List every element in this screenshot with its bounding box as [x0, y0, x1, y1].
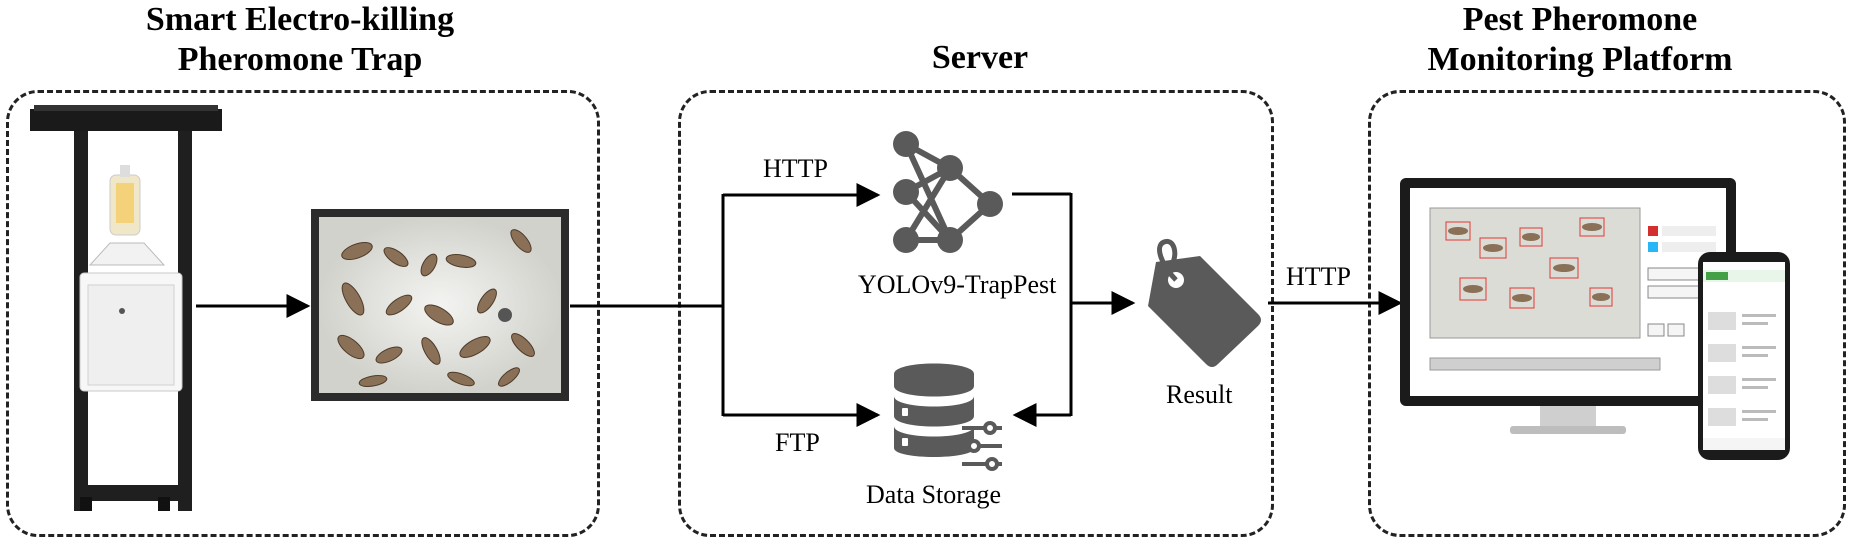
trap-photo [311, 209, 569, 401]
server-title-text: Server [931, 39, 1029, 76]
database-icon [894, 363, 1002, 471]
trap-title-line1: Smart Electro-killing [145, 1, 455, 38]
result-label: Result [1166, 380, 1233, 409]
platform-monitor-image [1400, 178, 1736, 434]
http-label-upper: HTTP [763, 154, 828, 183]
server-panel [678, 90, 1274, 537]
platform-panel [1368, 90, 1846, 537]
server-title: Server [830, 38, 1130, 78]
ftp-label: FTP [775, 428, 820, 457]
trap-title-line2: Pheromone Trap [177, 41, 423, 78]
trap-device-image [30, 105, 222, 511]
trap-panel [6, 90, 600, 537]
http-label-right: HTTP [1286, 262, 1351, 291]
neural-network-icon [893, 131, 1003, 253]
platform-title: Pest Pheromone Monitoring Platform [1370, 0, 1790, 80]
platform-title-line1: Pest Pheromone [1462, 1, 1698, 38]
trap-title: Smart Electro-killing Pheromone Trap [80, 0, 520, 80]
storage-label: Data Storage [866, 480, 1002, 509]
model-label: YOLOv9-TrapPest [858, 270, 1057, 299]
tag-icon [1148, 238, 1261, 367]
platform-title-line2: Monitoring Platform [1427, 41, 1733, 78]
platform-phone-image [1698, 252, 1790, 460]
